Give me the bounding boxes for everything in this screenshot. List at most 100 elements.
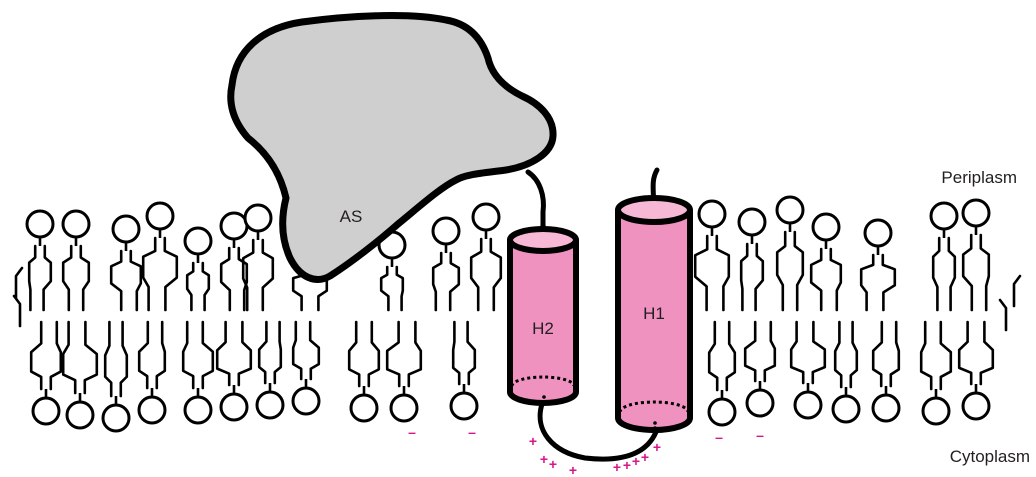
lipid-tail (63, 246, 71, 310)
lipid-tail (727, 322, 735, 390)
lipid-tail (717, 236, 729, 310)
lipid-tail (861, 255, 873, 310)
lipid-tail (131, 251, 141, 310)
lipid-tail (221, 248, 230, 310)
lipid-head-outer (113, 216, 139, 242)
lipid-tail (695, 236, 707, 310)
negative-charges: – – – – (408, 424, 764, 445)
lipid-tail (765, 322, 775, 381)
lipid-head-outer (473, 204, 499, 230)
lipid-head-inner (391, 395, 417, 421)
lipid-head-inner (257, 392, 283, 418)
lipid-tail (139, 322, 148, 388)
helix-h1-label: H1 (643, 304, 665, 323)
lipid-tail (981, 322, 993, 384)
lipid-tail (63, 322, 75, 393)
cytoplasm-label: Cytoplasm (950, 447, 1030, 466)
lipid-tail (831, 249, 841, 310)
positive-charge: + (632, 453, 640, 469)
lipid-tail (741, 244, 747, 310)
lipid-tail (51, 322, 61, 389)
lipid-head-outer (739, 209, 765, 235)
lipid-tail (31, 322, 41, 389)
lipid-tail (949, 238, 955, 310)
lipid-tail (471, 239, 481, 310)
lipid-tail (217, 322, 229, 385)
lipid-tail-fragment (14, 296, 20, 326)
lipid-tail (813, 322, 825, 383)
negative-charge: – (468, 424, 476, 440)
lipid-tail (941, 322, 951, 389)
lipid-head-outer (63, 211, 89, 237)
lipid-tail-fragment (1000, 300, 1006, 330)
lipid-head-inner (351, 395, 377, 421)
lipid-head-outer (963, 200, 989, 226)
lipid-head-outer (185, 228, 211, 254)
lipid-head-inner (451, 393, 477, 419)
lipid-tail (369, 322, 379, 386)
lipid-tail (397, 267, 403, 310)
lipid-tail (756, 244, 763, 310)
lipid-tail (963, 235, 972, 310)
lipid-tail (450, 253, 459, 310)
positive-charge: + (549, 456, 557, 472)
lipid-tail (777, 232, 785, 310)
negative-charge: – (756, 427, 764, 443)
lipid-head-inner (923, 398, 949, 424)
lipid-head-inner (103, 405, 129, 431)
lipid-head-outer (931, 203, 957, 229)
lipid-tail (873, 322, 882, 386)
lipid-head-inner (221, 394, 247, 420)
lipid-tail-fragment (1014, 276, 1020, 306)
positive-charge: + (569, 462, 577, 477)
negative-charge: – (715, 429, 723, 445)
lipid-head-inner (139, 397, 165, 423)
negative-charge: – (408, 424, 416, 440)
lipid-tail (921, 322, 931, 389)
lipid-head-inner (67, 402, 93, 428)
lipid-tail (981, 235, 989, 310)
lipid-tail (259, 322, 266, 383)
positive-charge: + (529, 433, 537, 449)
lipid-tail (121, 322, 127, 396)
lipid-tail (183, 322, 193, 388)
lipid-tail (275, 322, 281, 383)
lipid-tail (709, 322, 717, 390)
lipid-tail (959, 322, 971, 384)
lipid-head-outer (221, 213, 247, 239)
lipid-tail-fragment (16, 268, 22, 298)
lipid-tail (85, 322, 97, 393)
lipid-tail (165, 238, 177, 310)
lipid-tail (310, 322, 319, 379)
lipid-tail (453, 322, 459, 384)
lipid-tail (203, 322, 213, 388)
lipid-tail (263, 240, 273, 310)
lipid-tail (239, 322, 251, 385)
lipid-head-outer (865, 220, 891, 246)
lipid-head-outer (245, 205, 271, 231)
positive-charge: + (641, 449, 649, 465)
positive-charge: + (613, 459, 621, 475)
lipid-tail (891, 322, 899, 386)
lipid-tail (468, 322, 475, 384)
lipid-tail (835, 322, 841, 387)
periplasm-label: Periplasm (941, 168, 1017, 187)
lipid-head-outer (777, 197, 803, 223)
lipid-tail (491, 239, 501, 310)
lipid-tail (933, 238, 939, 310)
lipid-head-inner (833, 396, 859, 422)
lipid-head-inner (185, 397, 211, 423)
positive-charge: + (653, 439, 661, 455)
lipid-tail (811, 249, 821, 310)
helix-h2-label: H2 (532, 319, 554, 338)
lipid-tail (791, 322, 803, 383)
positive-charge: + (540, 451, 548, 467)
lipid-head-inner (709, 399, 735, 425)
lipid-tail (433, 253, 441, 310)
positive-charge: + (623, 457, 631, 473)
lipid-tail (187, 263, 193, 310)
lipid-tail (851, 322, 857, 387)
lipid-tail (409, 322, 421, 386)
lipid-head-outer (813, 214, 839, 240)
